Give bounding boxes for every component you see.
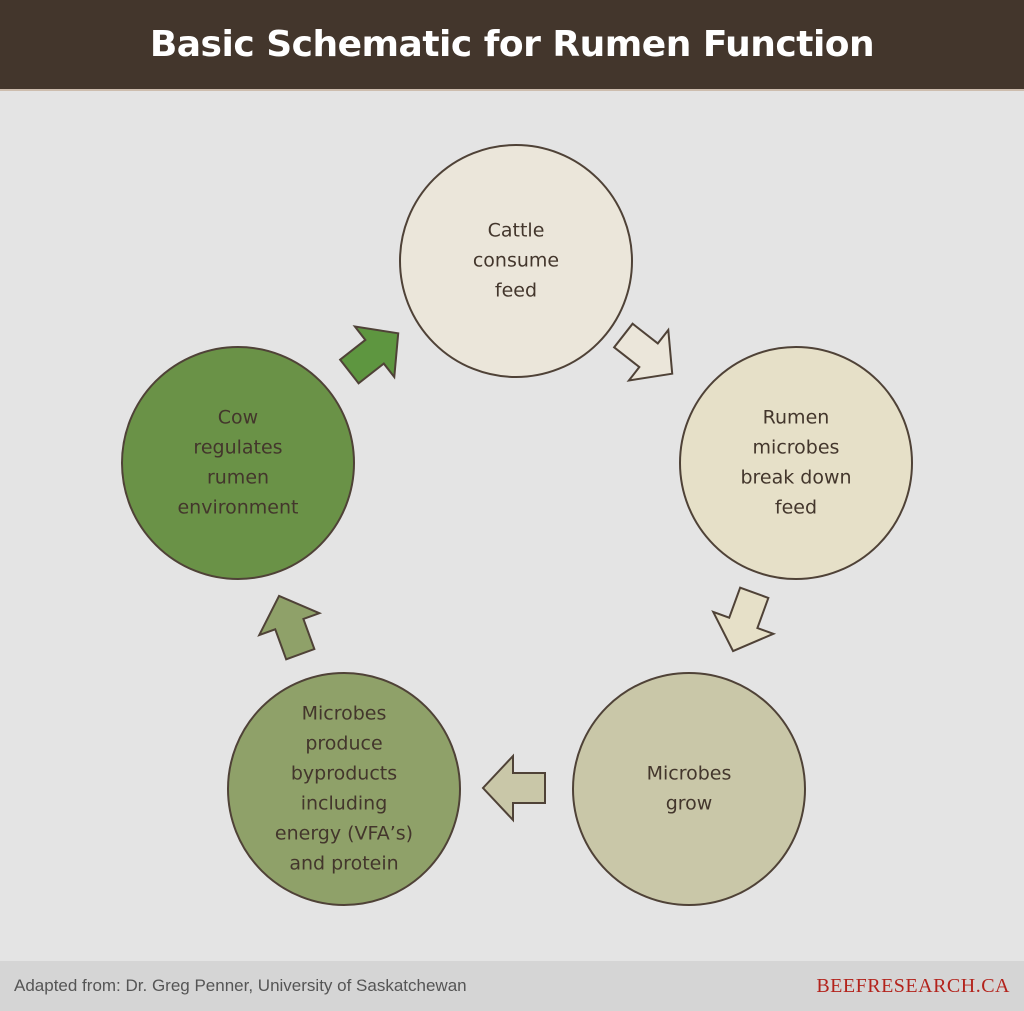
node-breakdown: Rumen microbes break down feed <box>679 346 913 580</box>
node-label-line: feed <box>495 280 537 302</box>
arrow-grow-to-byproducts <box>481 753 546 823</box>
node-label-line: byproducts <box>291 763 397 785</box>
node-circle-regulate <box>121 346 355 580</box>
node-byproducts: Microbes produce byproducts including energy… <box>227 672 461 906</box>
node-label-line: microbes <box>753 437 840 459</box>
arrow-regulate-to-consume <box>338 325 400 385</box>
node-label-line: break down <box>740 467 851 489</box>
node-label-line: produce <box>305 733 382 755</box>
header-bar: Basic Schematic for Rumen Function <box>0 0 1024 91</box>
node-circle-breakdown <box>679 346 913 580</box>
page-title: Basic Schematic for Rumen Function <box>149 24 875 65</box>
node-label-line: grow <box>666 793 713 815</box>
source-credit: Adapted from: Dr. Greg Penner, Universit… <box>14 976 467 995</box>
node-label-line: regulates <box>193 437 282 459</box>
arrow-consume-to-breakdown <box>612 322 674 382</box>
node-label-line: rumen <box>207 467 269 489</box>
node-circle-byproducts <box>227 672 461 906</box>
arrow-breakdown-to-grow <box>711 586 777 653</box>
node-label-line: feed <box>775 497 817 519</box>
arrow-byproducts-to-regulate <box>257 594 323 661</box>
node-label-line: consume <box>473 250 559 272</box>
node-label-line: and protein <box>289 853 398 875</box>
node-label-line: including <box>301 793 388 815</box>
node-consume: Cattle consume feed <box>399 144 633 378</box>
node-label-line: Rumen <box>763 407 830 429</box>
footer-bar: Adapted from: Dr. Greg Penner, Universit… <box>0 961 1024 1011</box>
arrows-layer <box>257 322 777 823</box>
node-label-line: environment <box>177 497 298 519</box>
node-label-line: Cattle <box>488 220 545 242</box>
node-circle-grow <box>572 672 806 906</box>
node-label-line: Microbes <box>302 703 387 725</box>
node-label-line: Microbes <box>647 763 732 785</box>
node-grow: Microbes grow <box>572 672 806 906</box>
node-label-line: energy (VFA’s) <box>275 823 413 845</box>
node-label-line: Cow <box>218 407 258 429</box>
node-regulate: Cow regulates rumen environment <box>121 346 355 580</box>
brand-link[interactable]: BEEFRESEARCH.CA <box>816 974 1010 997</box>
node-circle-consume <box>399 144 633 378</box>
